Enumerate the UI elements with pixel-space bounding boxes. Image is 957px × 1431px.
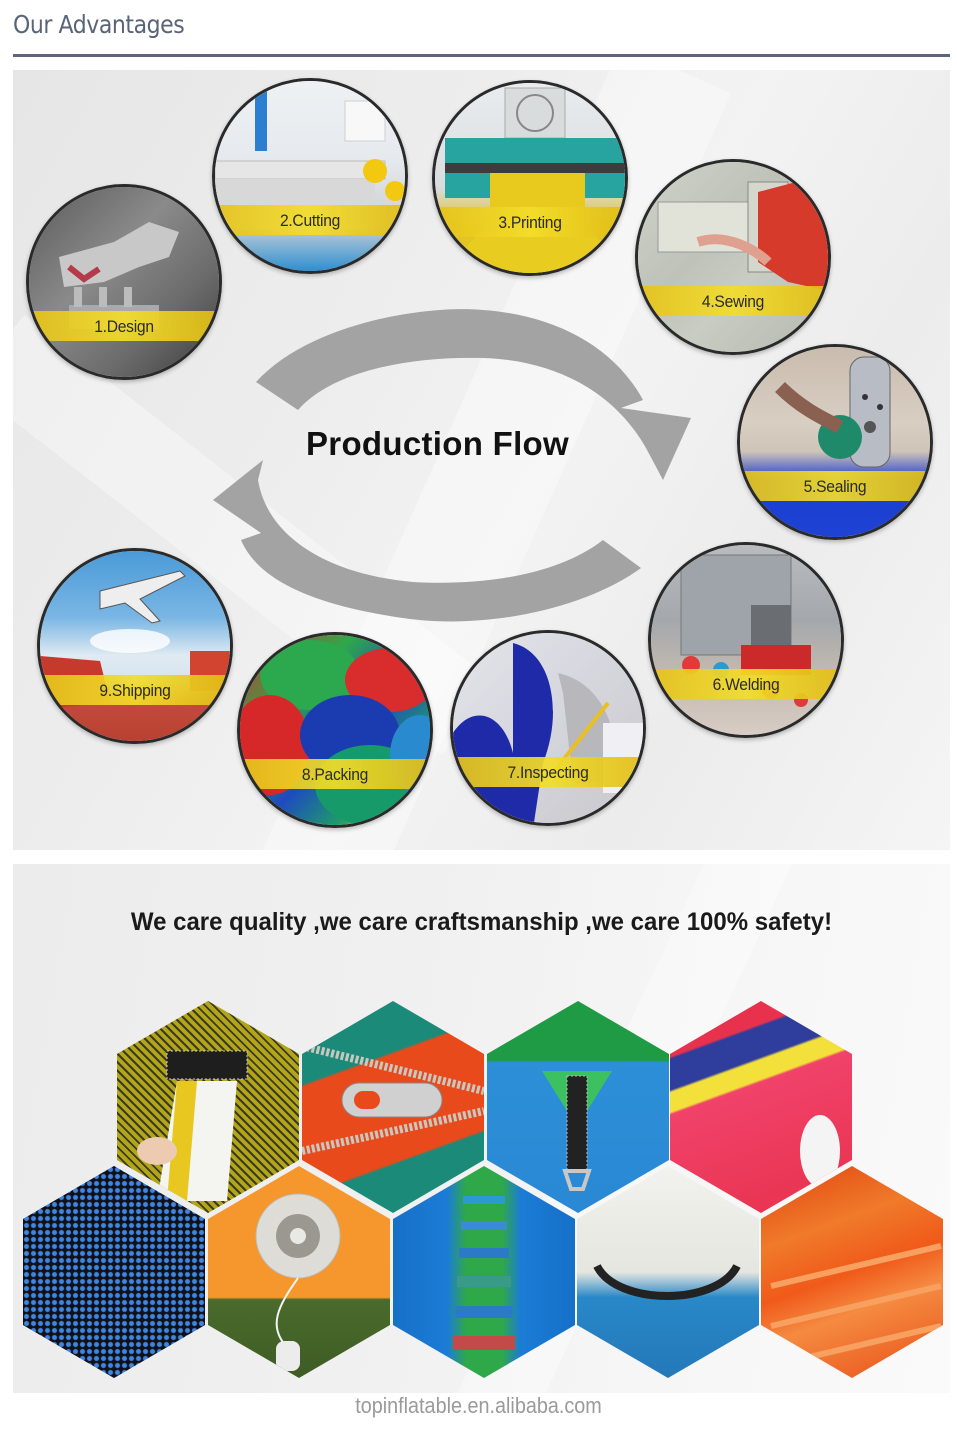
detail-blower-tube <box>577 1166 759 1378</box>
detail-bounce-floor <box>761 1166 943 1378</box>
label-band <box>651 669 841 699</box>
detail-anchor-strap <box>487 1001 669 1213</box>
detail-mesh-velcro <box>117 1001 299 1213</box>
welding-press-icon <box>680 554 811 707</box>
inspection-icon <box>453 643 643 823</box>
sealing-machine-icon <box>775 356 891 468</box>
section-title: Our Advantages <box>13 10 185 39</box>
step-label: 2.Cutting <box>279 211 341 230</box>
title-divider <box>13 54 950 57</box>
printing-photo <box>435 83 625 273</box>
printer-icon <box>440 87 625 273</box>
sewing-machine-icon <box>657 173 828 291</box>
cutting-machine-icon <box>215 81 405 229</box>
inspecting-photo <box>453 633 643 823</box>
production-flow-image: Production Flow 1.Design <box>13 70 950 850</box>
step-cutting: 2.Cutting <box>212 78 408 274</box>
step-label: 3.Printing <box>498 213 562 232</box>
step-label: 6.Welding <box>712 675 780 694</box>
detail-safety-net <box>23 1166 205 1378</box>
detail-inflation-valve <box>208 1166 390 1378</box>
quality-caption: We care quality ,we care craftsmanship ,… <box>130 908 833 936</box>
sewing-photo <box>638 162 828 352</box>
label-band <box>40 675 230 705</box>
label-band <box>453 757 643 787</box>
label-band <box>29 311 219 341</box>
cycle-arrows-icon <box>213 309 691 622</box>
d-ring-icon <box>542 1071 612 1191</box>
step-inspecting: 7.Inspecting <box>450 630 646 826</box>
bounce-floor-icon <box>770 1243 942 1369</box>
step-label: 5.Sealing <box>803 477 867 496</box>
detail-reinforced-seam <box>670 1001 852 1213</box>
cutting-photo <box>215 81 405 271</box>
tube-zip-icon <box>593 1263 741 1300</box>
quality-details-image: We care quality ,we care craftsmanship ,… <box>13 864 950 1393</box>
step-shipping: 9.Shipping <box>37 548 233 744</box>
welding-photo <box>651 545 841 735</box>
ladder-steps-icon <box>453 1196 515 1350</box>
step-sealing: 5.Sealing <box>737 344 933 540</box>
step-welding: 6.Welding <box>648 542 844 738</box>
crocodile-model-icon <box>59 222 179 329</box>
production-flow-title: Production Flow <box>306 425 569 462</box>
step-label: 7.Inspecting <box>507 763 589 782</box>
step-sewing: 4.Sewing <box>635 159 831 355</box>
design-photo <box>29 187 219 377</box>
seam-hand-icon <box>800 1115 840 1187</box>
shipping-photo <box>40 551 230 741</box>
watermark: topinflatable.en.alibaba.com <box>355 1393 602 1418</box>
step-label: 1.Design <box>94 317 154 336</box>
velcro-flap-icon <box>137 1050 248 1201</box>
step-packing: 8.Packing <box>237 632 433 828</box>
label-band <box>638 286 828 316</box>
label-band <box>435 207 625 237</box>
sealing-photo <box>740 347 930 537</box>
label-band <box>740 471 930 501</box>
detail-slide-ladder <box>393 1166 575 1378</box>
step-label: 4.Sewing <box>701 292 765 311</box>
step-label: 9.Shipping <box>99 681 171 700</box>
airplane-ship-icon <box>40 570 230 711</box>
step-design: 1.Design <box>26 184 222 380</box>
valve-icon <box>255 1193 341 1371</box>
label-band <box>215 205 405 235</box>
detail-zipper <box>302 1001 484 1213</box>
packing-photo <box>240 635 430 825</box>
label-band <box>240 759 430 789</box>
step-printing: 3.Printing <box>432 80 628 276</box>
step-label: 8.Packing <box>301 765 369 784</box>
zipper-icon <box>302 1042 484 1155</box>
packed-rolls-icon <box>240 640 430 825</box>
